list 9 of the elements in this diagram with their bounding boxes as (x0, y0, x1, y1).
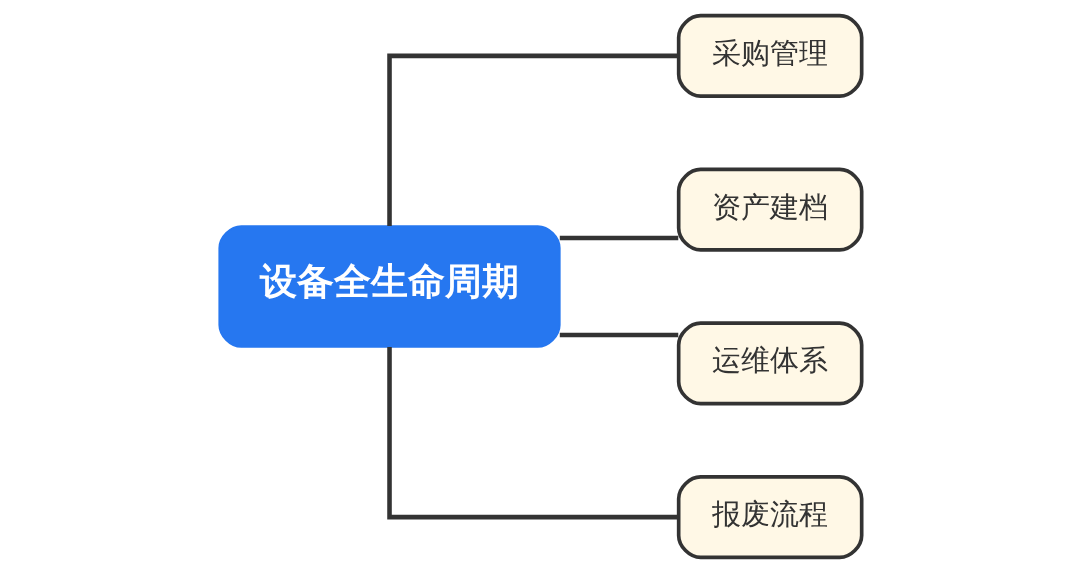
node-box: 运维体系 (676, 321, 863, 406)
connector (386, 347, 678, 520)
connector (559, 332, 678, 338)
node-box: 采购管理 (676, 13, 863, 98)
node-box: 报废流程 (676, 475, 863, 560)
connector (559, 235, 678, 241)
node-box: 设备全生命周期 (217, 225, 561, 348)
connector (386, 53, 678, 226)
node-box: 资产建档 (676, 167, 863, 252)
